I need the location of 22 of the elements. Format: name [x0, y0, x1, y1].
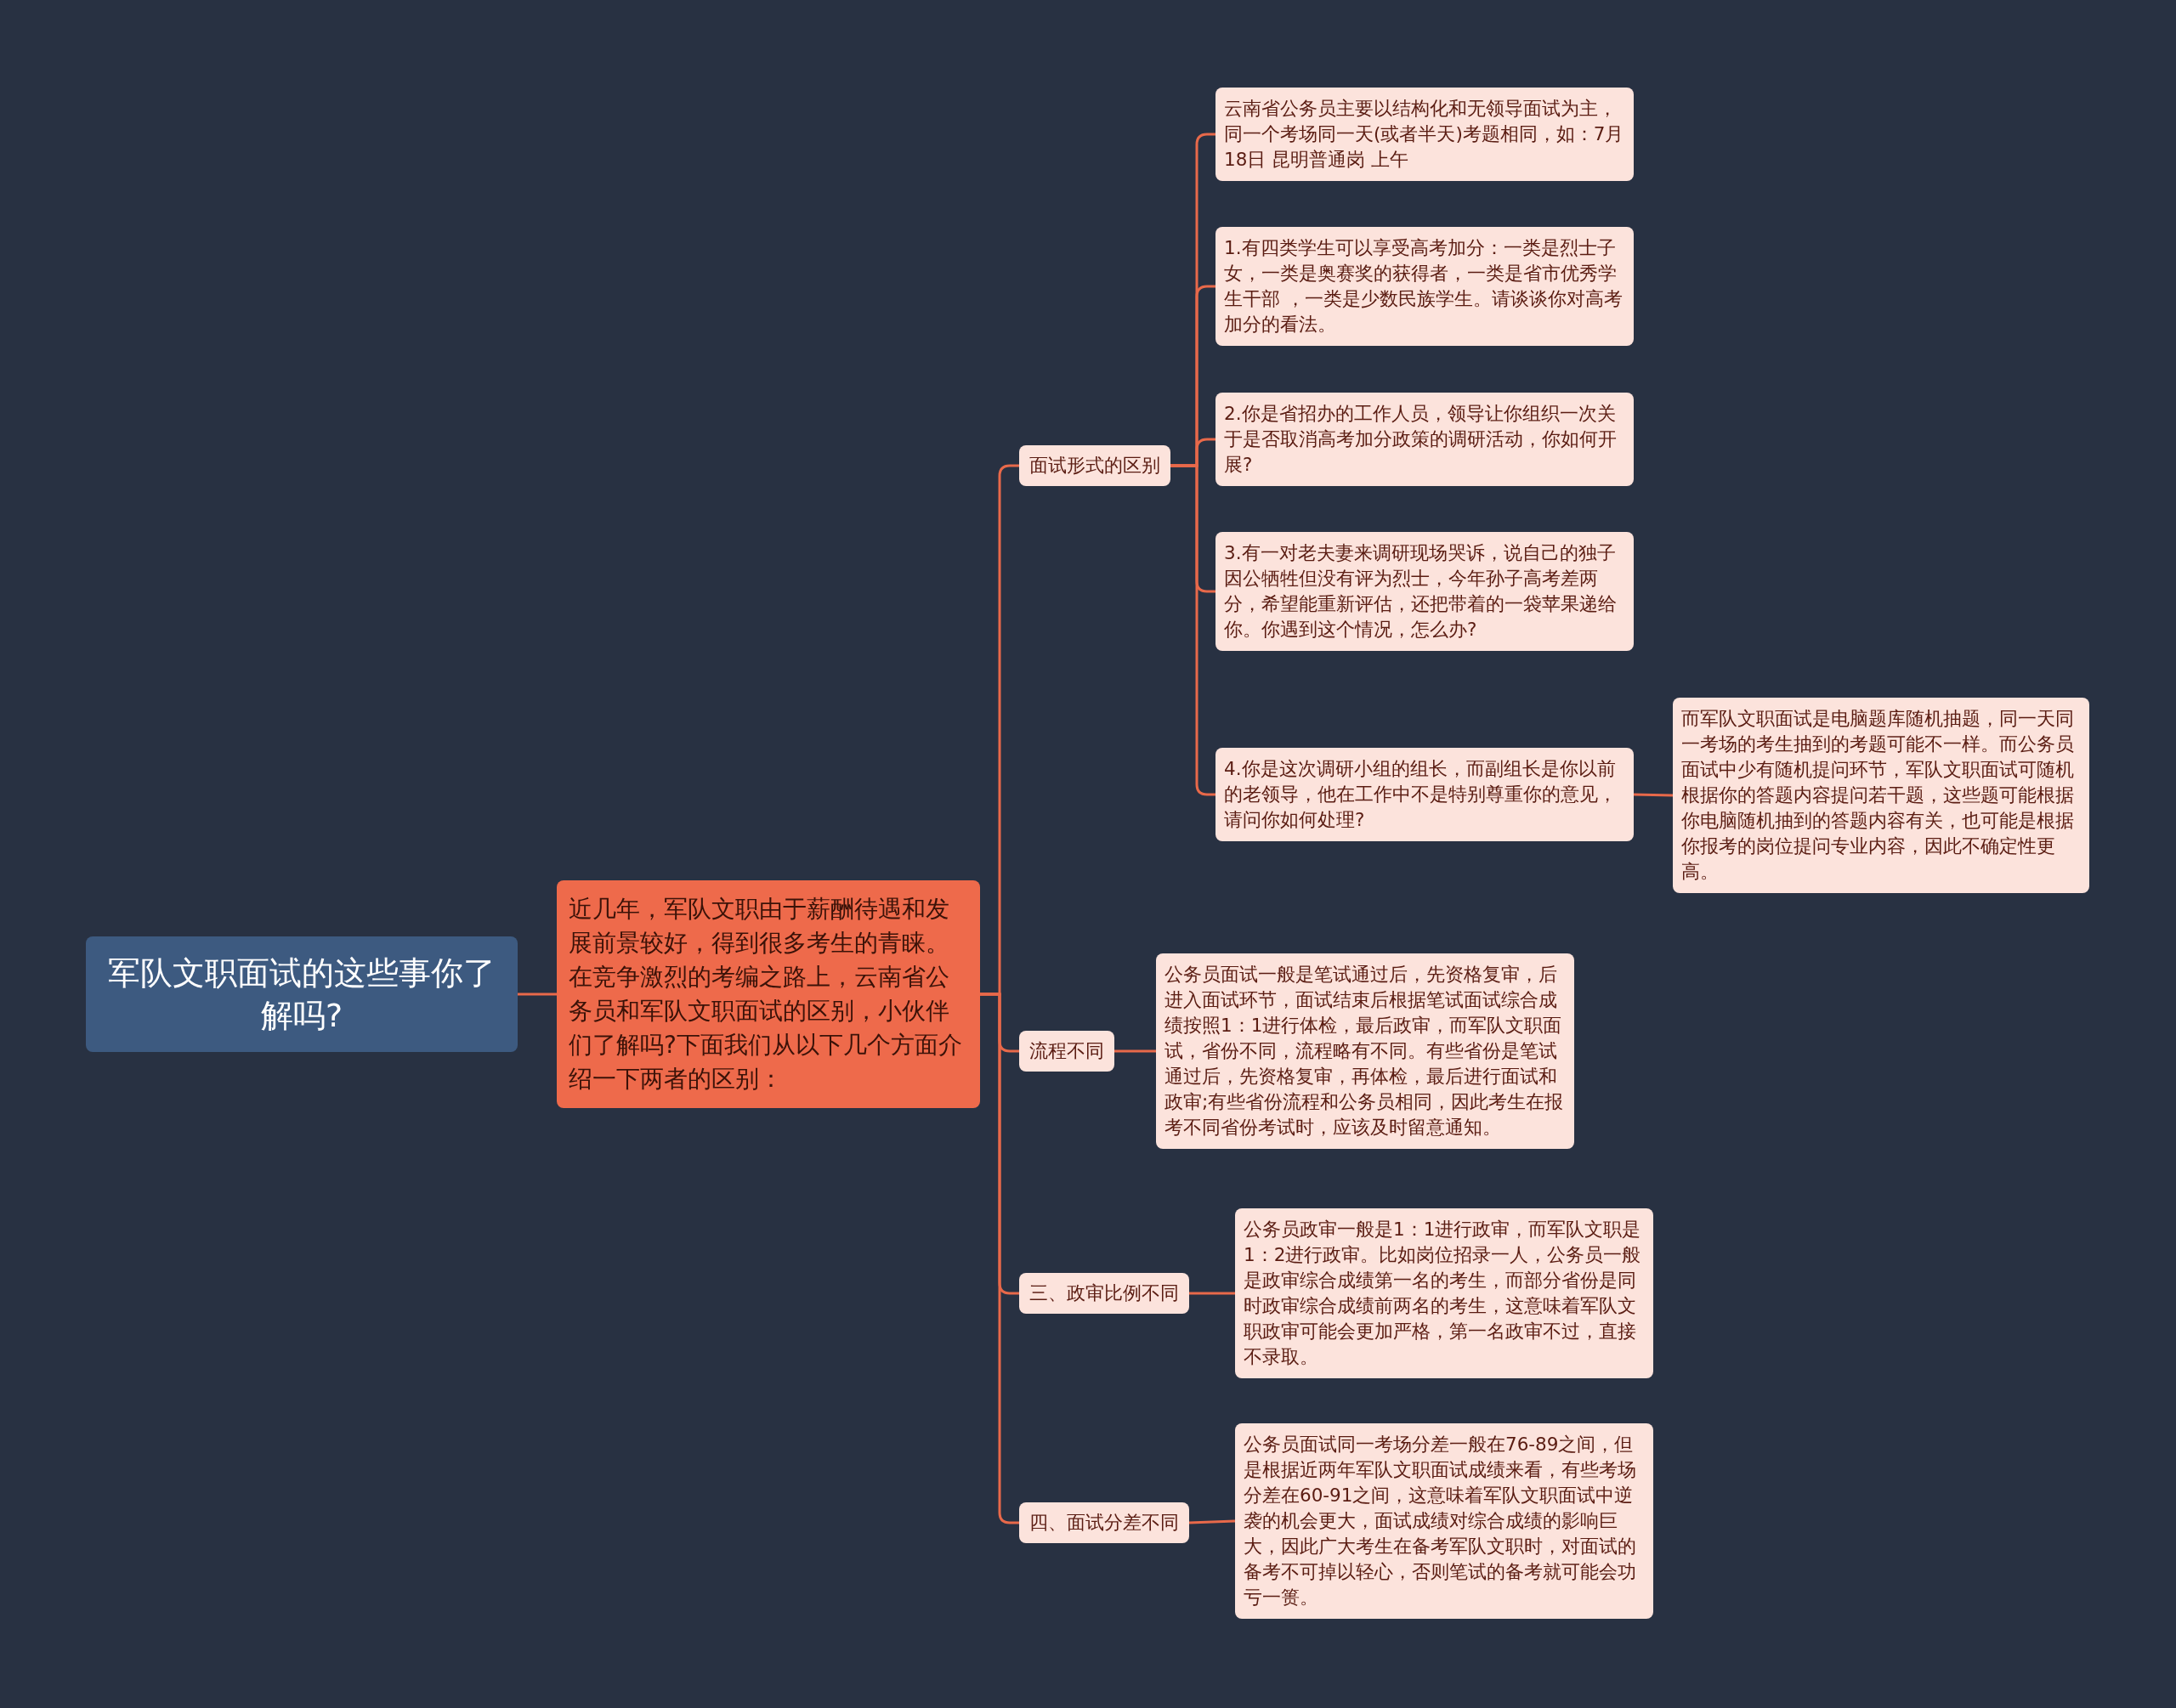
connector-line	[518, 993, 557, 996]
connector-line	[1633, 793, 1674, 797]
branch-box: 流程不同	[1019, 1031, 1114, 1072]
topic-box: 军队文职面试的这些事你了解吗?	[86, 936, 518, 1052]
branch-box: 三、政审比例不同	[1019, 1273, 1189, 1314]
note-box: 2.你是省招办的工作人员，领导让你组织一次关于是否取消高考加分政策的调研活动，你如何开展?	[1216, 393, 1634, 486]
note-box: 1.有四类学生可以享受高考加分：一类是烈士子女，一类是奥赛奖的获得者，一类是省市优秀学生干部 ，一类是少数民族学生。请谈谈你对高考加分的看法。	[1216, 227, 1634, 346]
note-box: 公务员面试同一考场分差一般在76-89之间，但是根据近两年军队文职面试成绩来看，有些考场分差在60-91之间，这意味着军队文职面试中逆袭的机会更大，面试成绩对综合成绩的影响巨大，因此广大考生在备考军队文职时，对面试的备考不可掉以轻心，否则笔试的备考就可能会功亏一篑。	[1235, 1423, 1653, 1619]
connector-line	[980, 993, 1019, 1524]
note-box: 公务员面试一般是笔试通过后，先资格复审，后进入面试环节，面试结束后根据笔试面试综合成绩按照1：1进行体检，最后政审，而军队文职面试，省份不同，流程略有不同。有些省份是笔试通过后，先资格复审，再体检，最后进行面试和政审;有些省份流程和公务员相同，因此考生在报考不同省份考试时，应该及时留意通知。	[1156, 953, 1574, 1149]
note-box: 3.有一对老夫妻来调研现场哭诉，说自己的独子因公牺牲但没有评为烈士，今年孙子高考差两分，希望能重新评估，还把带着的一袋苹果递给你。你遇到这个情况，怎么办?	[1216, 532, 1634, 651]
note-box: 4.你是这次调研小组的组长，而副组长是你以前的老领导，他在工作中不是特别尊重你的意见，请问你如何处理?	[1216, 748, 1634, 841]
connector-line	[1188, 1519, 1236, 1524]
note-box: 而军队文职面试是电脑题库随机抽题，同一天同一考场的考生抽到的考题可能不一样。而公务员面试中少有随机提问环节，军队文职面试可随机根据你的答题内容提问若干题，这些题可能根据你电脑随机抽到的答题内容有关，也可能是根据你报考的岗位提问专业内容，因此不确定性更高。	[1673, 698, 2089, 893]
branch-box: 面试形式的区别	[1019, 445, 1170, 486]
connector-line	[1189, 1292, 1235, 1295]
summary-box: 近几年，军队文职由于薪酬待遇和发展前景较好，得到很多考生的青睐。在竞争激烈的考编之路上，云南省公务员和军队文职面试的区别，小伙伴们了解吗?下面我们从以下几个方面介绍一下两者的区别：	[557, 880, 980, 1108]
connector-line	[1114, 1049, 1156, 1053]
connector-line	[1170, 464, 1216, 796]
note-box: 公务员政审一般是1：1进行政审，而军队文职是1：2进行政审。比如岗位招录一人，公务员一般是政审综合成绩第一名的考生，而部分省份是同时政审综合成绩前两名的考生，这意味着军队文职政审可能会更加严格，第一名政审不过，直接不录取。	[1235, 1208, 1653, 1378]
branch-box: 四、面试分差不同	[1019, 1502, 1189, 1543]
note-box: 云南省公务员主要以结构化和无领导面试为主，同一个考场同一天(或者半天)考题相同，如：7月18日 昆明普通岗 上午	[1216, 88, 1634, 181]
